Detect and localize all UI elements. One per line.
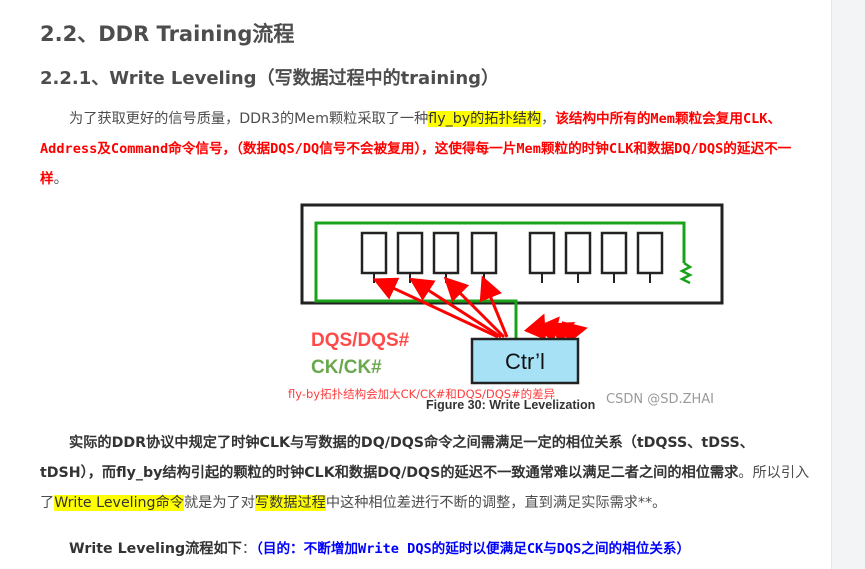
write-levelization-figure: DQS/DQS# CK/CK# Ctr’l fly-by拓扑结构会加大CK/CK… (288, 203, 724, 412)
label-dqs: DQS/DQS# (311, 330, 410, 351)
paragraph-write-leveling-reason: 实际的DDR协议中规定了时钟CLK与写数据的DQ/DQS命令之间需满足一定的相位… (40, 428, 815, 518)
paragraph-fly-by-intro: 为了获取更好的信号质量，DDR3的Mem颗粒采取了一种fly_by的拓扑结构，该… (40, 104, 815, 194)
para2-text-a: 。所以引入了 (40, 465, 810, 511)
mem-chip-3 (432, 231, 460, 275)
dqs-arrow-2 (408, 277, 502, 339)
dqs-arrow-4 (479, 275, 509, 338)
right-sidebar-strip (831, 0, 865, 569)
highlight-write-leveling-cmd: Write Leveling命令 (54, 495, 184, 511)
dqs-arrow-8 (561, 321, 588, 345)
para3-blue-purpose: （目的：不断增加Write DQS的延时以便满足CK与DQS之间的相位关系） (256, 541, 691, 557)
controller-box (470, 337, 580, 385)
para2-bold: 实际的DDR协议中规定了时钟CLK与写数据的DQ/DQS命令之间需满足一定的相位… (40, 435, 754, 481)
dimm-outline (300, 203, 724, 305)
section-heading-2-2: 2.2、DDR Training流程 (40, 22, 295, 46)
figure-note: fly-by拓扑结构会加大CK/CK#和DQS/DQS#的差异 (288, 387, 555, 401)
ck-termination (679, 261, 693, 285)
para1-text-b: ， (541, 111, 556, 127)
paragraph-write-leveling-flow: Write Leveling流程如下：（目的：不断增加Write DQS的延时以… (40, 535, 815, 563)
mem-chip-6 (564, 231, 592, 275)
controller-label: Ctr’l (505, 349, 545, 374)
para3-bold: Write Leveling流程如下 (69, 541, 242, 557)
article-content: 2.2、DDR Training流程 2.2.1、Write Leveling（… (40, 22, 815, 563)
dqs-arrows (372, 275, 588, 345)
memory-chips (360, 231, 664, 275)
para1-text-c: 。 (53, 171, 68, 187)
mem-chip-4 (470, 231, 498, 275)
mem-chip-2 (396, 231, 424, 275)
para1-red-emphasis: 该结构中所有的Mem颗粒会复用CLK、Address及Command命令信号，（… (40, 111, 792, 187)
dqs-arrow-5 (523, 313, 546, 341)
section-heading-2-2-1: 2.2.1、Write Leveling（写数据过程中的training） (40, 68, 500, 89)
para3-colon: ： (241, 541, 257, 557)
para2-text-c: 中这种相位差进行不断的调整，直到满足实际需求**。 (325, 495, 667, 511)
dqs-arrow-6 (535, 316, 560, 343)
mem-chip-8 (636, 231, 664, 275)
mem-chip-1 (360, 231, 388, 275)
mem-chip-7 (600, 231, 628, 275)
para2-text-b: 就是为了对 (183, 495, 255, 511)
highlight-fly-by: fly_by的拓扑结构 (428, 111, 542, 127)
mem-chip-5 (528, 231, 556, 275)
csdn-credit-watermark: CSDN @SD.ZHAI (606, 392, 714, 407)
highlight-write-process: 写数据过程 (254, 495, 326, 511)
ck-flyby-path (314, 221, 686, 339)
dqs-arrow-1 (372, 277, 499, 339)
para1-text-a: 为了获取更好的信号质量，DDR3的Mem颗粒采取了一种 (69, 111, 429, 127)
dqs-arrow-3 (443, 276, 506, 339)
figure-caption: Figure 30: Write Levelization (426, 398, 595, 412)
label-ck: CK/CK# (311, 357, 382, 378)
